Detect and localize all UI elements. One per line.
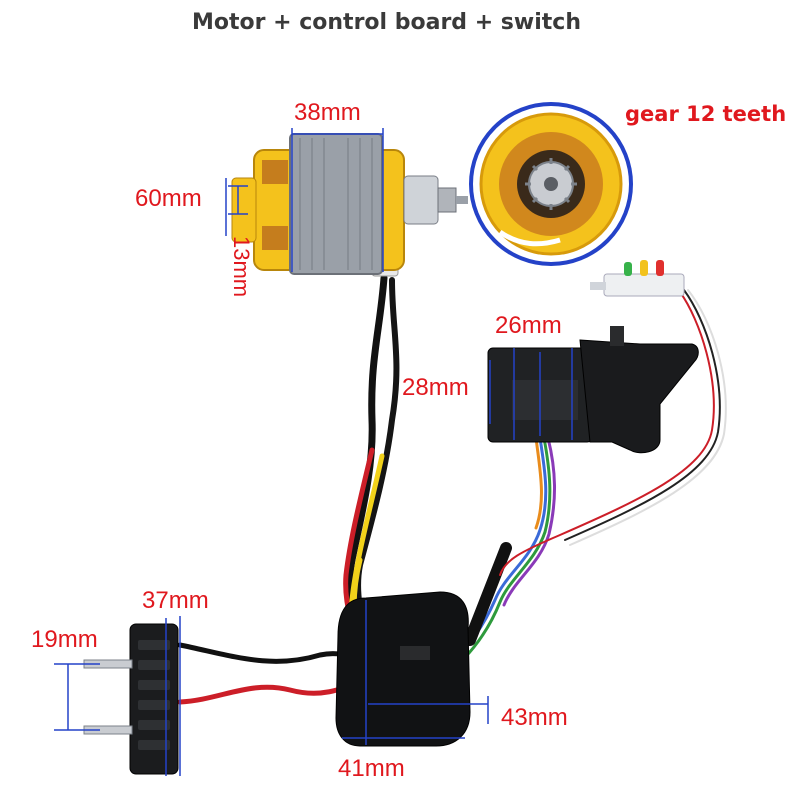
led-indicator-board-icon [590, 260, 685, 297]
connector-width-label: 37mm [142, 587, 209, 614]
terminal-spacing-label: 19mm [31, 626, 98, 653]
battery-connector-icon [54, 616, 181, 776]
gear-closeup-icon [469, 102, 633, 266]
motor-length-label: 38mm [294, 99, 361, 126]
motor-diameter-label: 60mm [135, 185, 202, 212]
switch-height-label: 28mm [402, 374, 469, 401]
board-width-label: 41mm [338, 755, 405, 782]
page-title: Motor + control board + switch [192, 10, 581, 35]
switch-width-label: 26mm [495, 312, 562, 339]
control-board-icon [335, 591, 489, 747]
trigger-switch-icon [487, 326, 699, 454]
motor-dimension-lines [225, 128, 384, 272]
motor-shaft-label: 13mm [229, 236, 254, 298]
board-height-label: 43mm [501, 704, 568, 731]
brushless-motor-icon [231, 133, 468, 277]
gear-callout: gear 12 teeth [625, 102, 787, 126]
